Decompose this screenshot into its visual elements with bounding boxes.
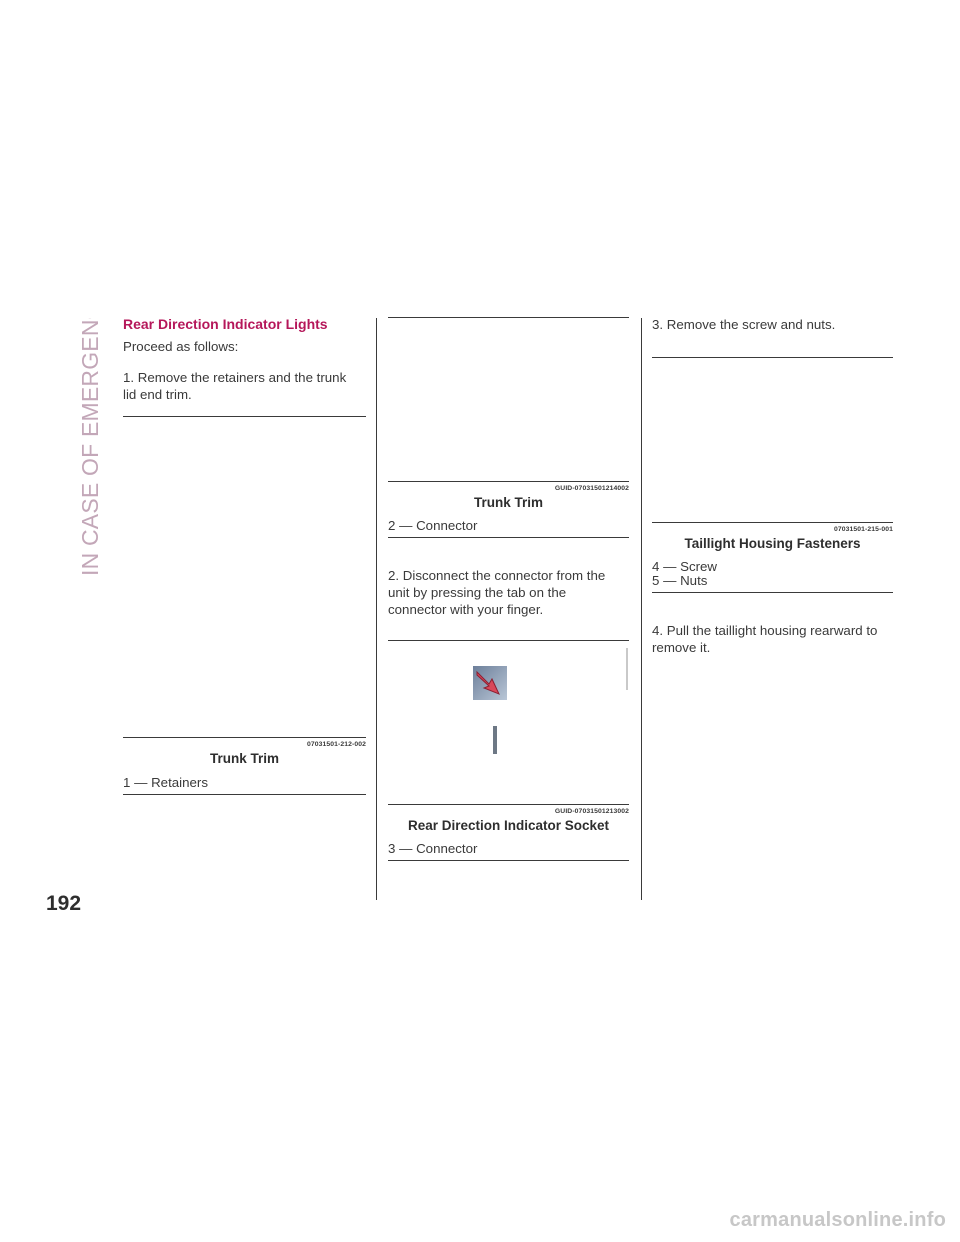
page-number: 192 (46, 892, 82, 915)
column-divider-right (641, 318, 642, 900)
figure-1-top-rule (123, 416, 366, 417)
figure-3-code: GUID-07031501213002 (554, 808, 629, 815)
figure-3-image (388, 642, 629, 802)
figure-3-top-rule (388, 640, 629, 641)
figure-1-bottom-rule (123, 737, 366, 738)
section-side-tab-label: IN CASE OF EMERGENCY (77, 318, 103, 576)
figure-2-legend-rule (388, 537, 629, 538)
figure-1-legend-item: 1 — Retainers (123, 775, 208, 790)
figure-3-edge-mark (626, 648, 628, 690)
step-1-line-2: lid end trim. (123, 387, 192, 402)
figure-3-legend-rule (388, 860, 629, 861)
figure-3-bar (493, 726, 497, 754)
step-2-line-2: unit by pressing the tab on the (388, 585, 567, 600)
figure-1-legend-rule (123, 794, 366, 795)
step-1-line-1: 1. Remove the retainers and the trunk (123, 370, 347, 385)
step-2-block: 2. Disconnect the connector from the uni… (388, 567, 629, 618)
column-1: Rear Direction Indicator Lights Proceed … (123, 316, 367, 403)
figure-2-caption: Trunk Trim (473, 495, 544, 510)
figure-1-caption: Trunk Trim (209, 751, 280, 766)
figure-4-legend-item: 4 — Screw (652, 559, 718, 574)
figure-2-top-rule (388, 317, 629, 318)
figure-3-legend-item: 3 — Connector (388, 841, 478, 856)
step-3-text: 3. Remove the screw and nuts. (652, 317, 836, 332)
figure-4-top-rule (652, 357, 893, 358)
figure-3-bottom-rule (388, 804, 629, 805)
section-side-tab: IN CASE OF EMERGENCY (72, 318, 108, 576)
figure-4-bottom-rule (652, 522, 893, 523)
figure-4-caption: Taillight Housing Fasteners (684, 536, 861, 551)
section-heading: Rear Direction Indicator Lights (123, 316, 328, 332)
step-4-line-1: 4. Pull the taillight housing rearward t… (652, 623, 878, 638)
figure-4-legend-rule (652, 592, 893, 593)
step-4-block: 4. Pull the taillight housing rearward t… (652, 622, 897, 656)
watermark: carmanualsonline.info (729, 1209, 946, 1231)
step-4-line-2: remove it. (652, 640, 711, 655)
figure-2-legend-item: 2 — Connector (388, 518, 478, 533)
step-2-line-3: connector with your finger. (388, 602, 544, 617)
intro-text: Proceed as follows: (123, 339, 239, 354)
figure-4-legend-item: 5 — Nuts (652, 573, 708, 588)
figure-2-code: GUID-07031501214002 (554, 485, 629, 492)
figure-2-bottom-rule (388, 481, 629, 482)
figure-4-code: 07031501-215-001 (833, 526, 893, 533)
figure-1-code: 07031501-212-002 (306, 741, 366, 748)
figure-3-caption: Rear Direction Indicator Socket (407, 818, 610, 833)
column-divider-left (376, 318, 377, 900)
red-arrow-icon (473, 666, 507, 700)
step-2-line-1: 2. Disconnect the connector from the (388, 568, 606, 583)
